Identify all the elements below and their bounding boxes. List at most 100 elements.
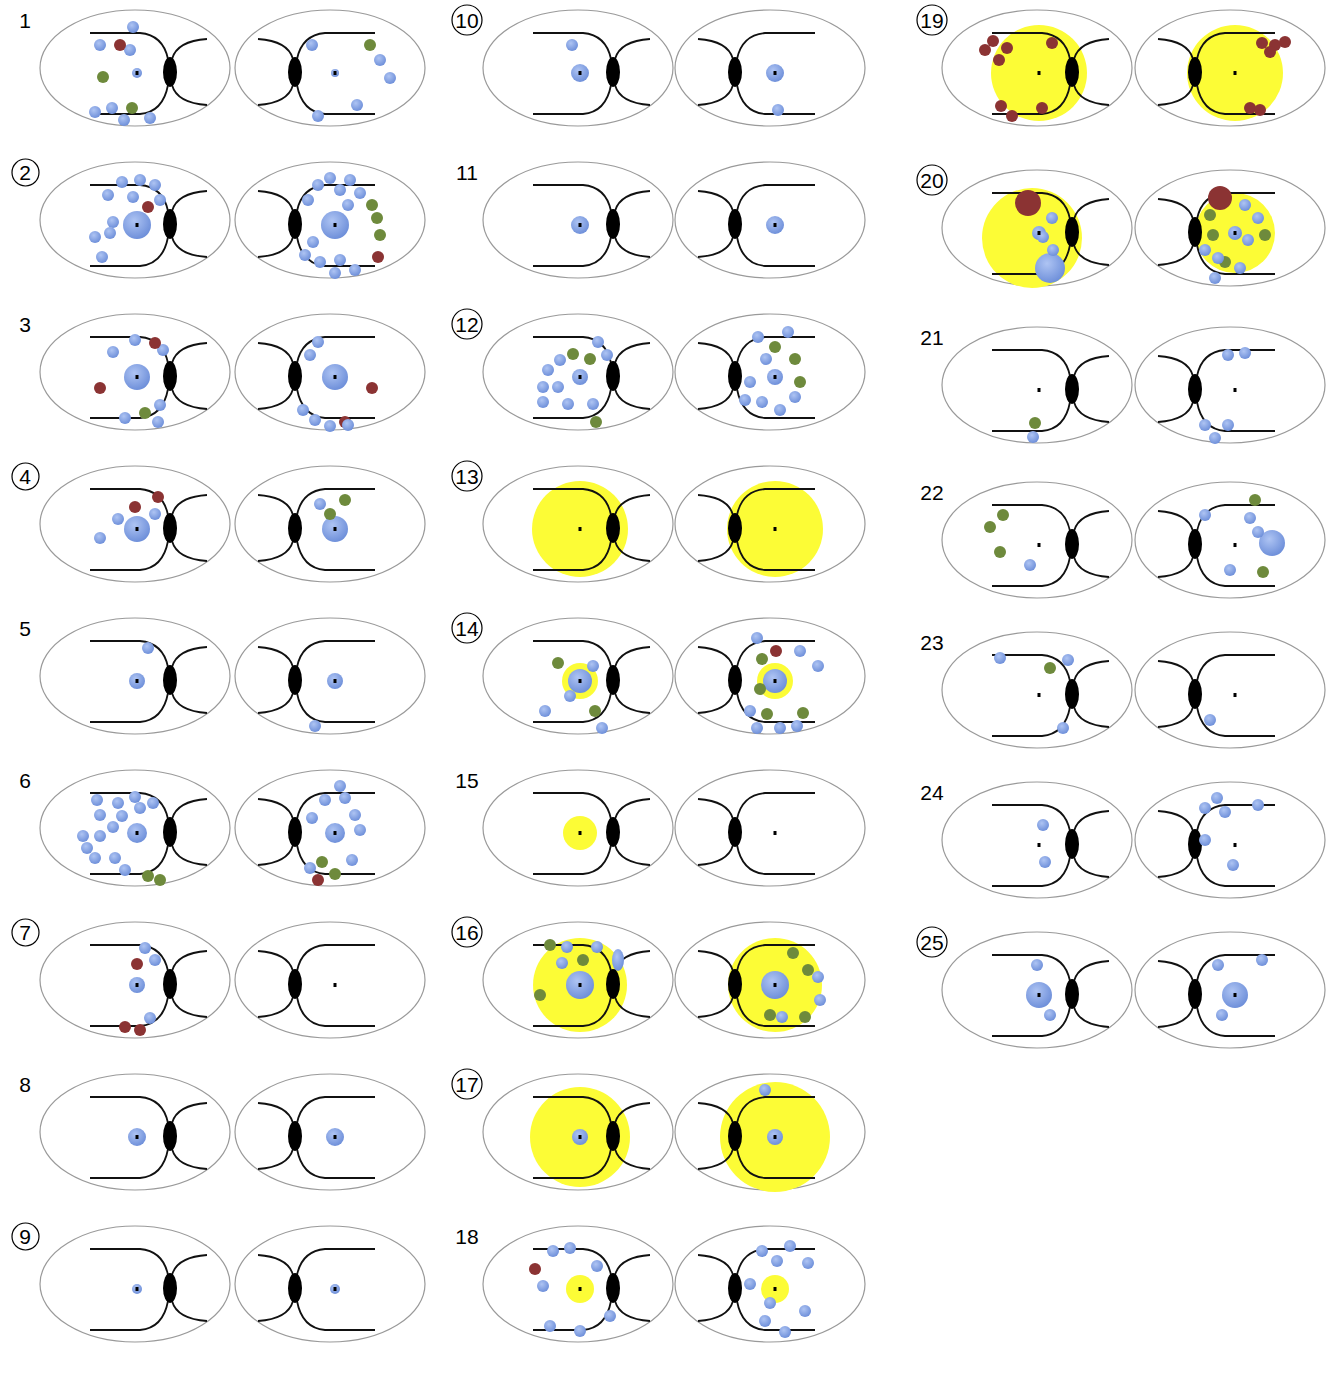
panel-number: 7	[19, 922, 31, 943]
spindle-fiber	[172, 951, 207, 971]
blue-focus	[571, 216, 589, 234]
center-mark	[579, 71, 582, 75]
spindle-pole	[728, 361, 742, 391]
spindle-fiber	[1074, 85, 1109, 105]
olive-dot	[142, 870, 154, 882]
spindle-fiber	[698, 845, 733, 865]
spindle-fiber	[297, 237, 375, 266]
blue-dot	[149, 954, 161, 966]
olive-dot	[316, 856, 328, 868]
olive-dot	[787, 947, 799, 959]
spindle	[258, 945, 375, 1026]
spindle-fiber	[992, 350, 1070, 376]
spindle	[1158, 655, 1275, 736]
maroon-dot	[1036, 102, 1048, 114]
panel-number: 10	[455, 10, 478, 31]
spindle-pole	[728, 1273, 742, 1303]
spindle-fiber	[172, 1301, 207, 1321]
blue-dot	[591, 1260, 603, 1272]
olive-dot	[797, 707, 809, 719]
cell-outline	[483, 1226, 673, 1342]
spindle-fiber	[533, 1097, 611, 1123]
blue-dot	[1224, 564, 1236, 576]
blue-dot	[94, 830, 106, 842]
spindle	[698, 489, 815, 570]
blue-dot	[342, 199, 354, 211]
blue-focus	[129, 673, 145, 689]
blue-dot	[591, 941, 603, 953]
center-mark	[774, 679, 777, 683]
blue-dot	[144, 1012, 156, 1024]
spindle-fiber	[1074, 1007, 1109, 1027]
cell	[675, 618, 865, 734]
blue-dot	[764, 1297, 776, 1309]
blue-dot	[91, 794, 103, 806]
spindle-fiber	[698, 997, 733, 1017]
circled-number: 7	[11, 918, 40, 947]
center-mark	[579, 831, 582, 835]
blue-dot	[564, 690, 576, 702]
spindle-pole	[1065, 217, 1079, 247]
center-mark	[136, 375, 139, 379]
spindle-pole	[163, 1273, 177, 1303]
spindle-fiber	[533, 793, 611, 819]
spindle-fiber	[615, 997, 650, 1017]
blue-dot	[309, 414, 321, 426]
spindle	[90, 945, 207, 1026]
blue-dot	[134, 802, 146, 814]
spindle-fiber	[1197, 1007, 1275, 1036]
cell	[40, 922, 230, 1038]
blue-dot	[94, 809, 106, 821]
cell-outline	[235, 770, 425, 886]
spindle-fiber	[1197, 707, 1275, 736]
panel	[483, 466, 865, 582]
cell-outline	[235, 922, 425, 1038]
cell-outline	[1135, 10, 1325, 126]
blue-dot	[1219, 806, 1231, 818]
cell	[235, 10, 425, 126]
blue-dot	[1209, 432, 1221, 444]
spindle-fiber	[1074, 557, 1109, 577]
spindle-pole	[1065, 979, 1079, 1009]
spindle-fiber	[1158, 85, 1193, 105]
panel-number: 15	[455, 770, 478, 791]
olive-dot	[154, 874, 166, 886]
maroon-dot	[114, 39, 126, 51]
center-mark	[579, 1287, 582, 1291]
cell	[1135, 10, 1325, 126]
spindle	[698, 945, 815, 1026]
spindle-fiber	[258, 799, 293, 819]
blue-focus	[331, 69, 339, 77]
blue-dot	[346, 854, 358, 866]
olive-dot	[1207, 229, 1219, 241]
olive-dot	[799, 1011, 811, 1023]
blue-dot	[1035, 253, 1065, 283]
yellow-zone	[563, 816, 597, 850]
blue-dot	[756, 396, 768, 408]
blue-dot	[119, 412, 131, 424]
olive-dot	[1044, 662, 1056, 674]
spindle-fiber	[737, 793, 815, 819]
cell-outline	[235, 466, 425, 582]
spindle-fiber	[90, 1097, 168, 1123]
number-circle-outline	[452, 1069, 482, 1099]
spindle-fiber	[533, 641, 611, 667]
cell-outline	[1135, 782, 1325, 898]
spindle-fiber	[297, 997, 375, 1026]
spindle-fiber	[1158, 811, 1193, 831]
cell-outline	[675, 770, 865, 886]
blue-dot	[1027, 431, 1039, 443]
center-mark	[1038, 388, 1041, 392]
blue-dot	[89, 231, 101, 243]
blue-dot	[537, 1280, 549, 1292]
spindle	[1158, 805, 1275, 886]
spindle-fiber	[698, 495, 733, 515]
blue-dot	[107, 821, 119, 833]
spindle-fiber	[297, 489, 375, 515]
blue-dot	[1044, 1009, 1056, 1021]
spindle	[1158, 33, 1275, 114]
spindle-fiber	[1158, 661, 1193, 681]
yellow-zone	[530, 1087, 630, 1187]
spindle-fiber	[737, 237, 815, 266]
number-circle-outline	[917, 5, 947, 35]
